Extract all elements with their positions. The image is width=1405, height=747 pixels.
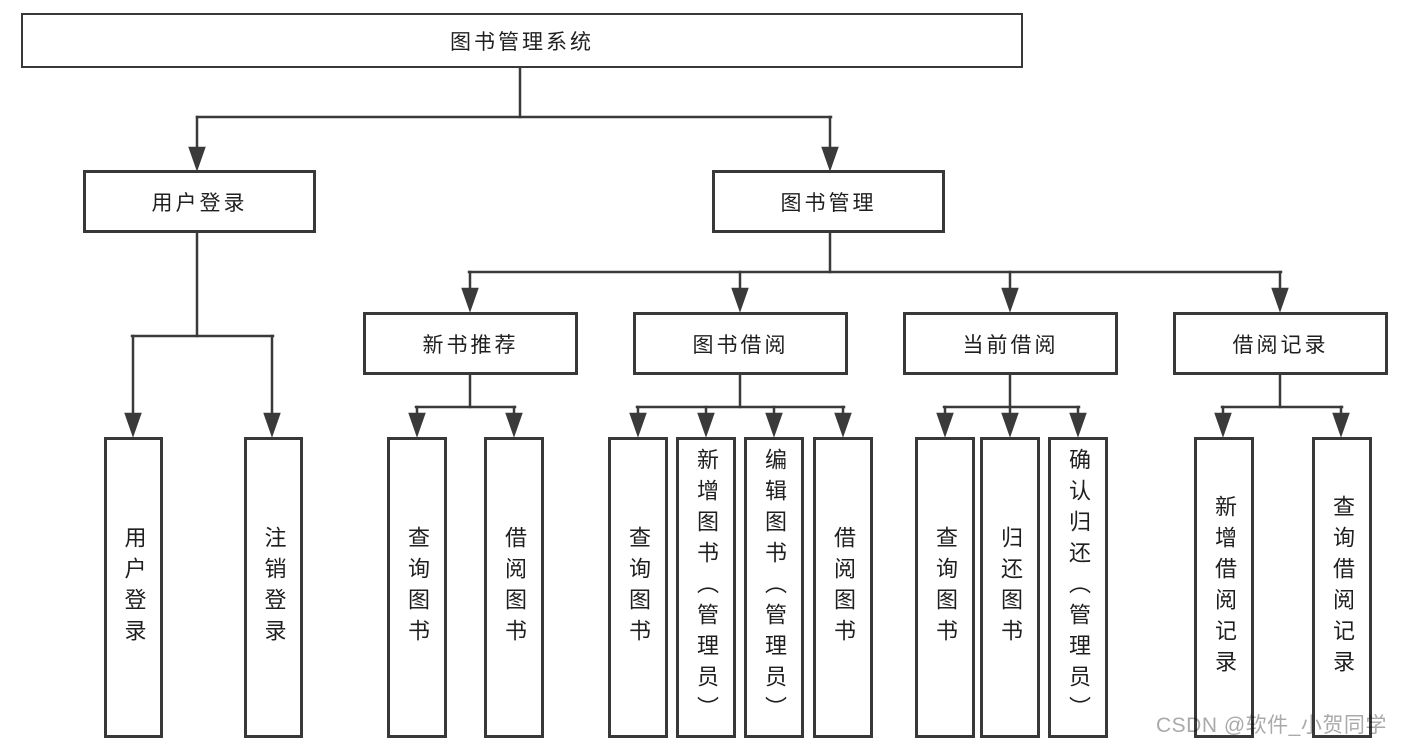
leaf-recommend-query-book: 查询图书 — [387, 437, 447, 738]
leaf-user-login-label: 用户登录 — [121, 525, 147, 650]
leaf-recommend-borrow-book: 借阅图书 — [484, 437, 544, 738]
leaf-borrow-query-book: 查询图书 — [608, 437, 668, 738]
leaf-current-return-book: 归还图书 — [980, 437, 1040, 738]
leaf-current-query-book-label: 查询图书 — [933, 525, 958, 650]
leaf-current-query-book: 查询图书 — [915, 437, 975, 738]
leaf-borrow-add-book-admin-label: 新增图书（管理员） — [694, 448, 719, 727]
node-book-management-label: 图书管理 — [780, 191, 877, 215]
node-new-book-recommend-label: 新书推荐 — [422, 333, 519, 357]
leaf-recommend-borrow-book-label: 借阅图书 — [502, 525, 527, 650]
leaf-borrow-borrow-book-label: 借阅图书 — [831, 525, 856, 650]
csdn-watermark: CSDN @软件_小贺同学 — [1156, 714, 1387, 737]
node-current-borrow: 当前借阅 — [903, 312, 1118, 375]
leaf-borrow-query-book-label: 查询图书 — [626, 525, 651, 650]
leaf-record-query-record-label: 查询借阅记录 — [1330, 494, 1355, 681]
node-borrow-record-label: 借阅记录 — [1232, 333, 1329, 357]
node-current-borrow-label: 当前借阅 — [962, 333, 1059, 357]
leaf-borrow-edit-book-admin-label: 编辑图书（管理员） — [762, 448, 787, 727]
leaf-borrow-edit-book-admin: 编辑图书（管理员） — [744, 437, 804, 738]
node-borrow-record: 借阅记录 — [1173, 312, 1388, 375]
leaf-current-confirm-return-admin-label: 确认归还（管理员） — [1066, 448, 1091, 727]
node-user-login-label: 用户登录 — [151, 191, 248, 215]
leaf-user-login: 用户登录 — [104, 437, 163, 738]
leaf-logout-label: 注销登录 — [261, 525, 287, 650]
leaf-recommend-query-book-label: 查询图书 — [405, 525, 430, 650]
node-new-book-recommend: 新书推荐 — [363, 312, 578, 375]
node-user-login: 用户登录 — [83, 170, 316, 233]
leaf-borrow-borrow-book: 借阅图书 — [813, 437, 873, 738]
leaf-logout: 注销登录 — [244, 437, 303, 738]
leaf-current-return-book-label: 归还图书 — [998, 525, 1023, 650]
node-root-label: 图书管理系统 — [450, 30, 594, 54]
node-book-borrow: 图书借阅 — [633, 312, 848, 375]
leaf-borrow-add-book-admin: 新增图书（管理员） — [676, 437, 736, 738]
leaf-record-add-record-label: 新增借阅记录 — [1212, 494, 1237, 681]
node-root: 图书管理系统 — [21, 13, 1023, 68]
leaf-current-confirm-return-admin: 确认归还（管理员） — [1048, 437, 1108, 738]
leaf-record-query-record: 查询借阅记录 — [1312, 437, 1372, 738]
leaf-record-add-record: 新增借阅记录 — [1194, 437, 1254, 738]
node-book-borrow-label: 图书借阅 — [692, 333, 789, 357]
node-book-management: 图书管理 — [712, 170, 945, 233]
